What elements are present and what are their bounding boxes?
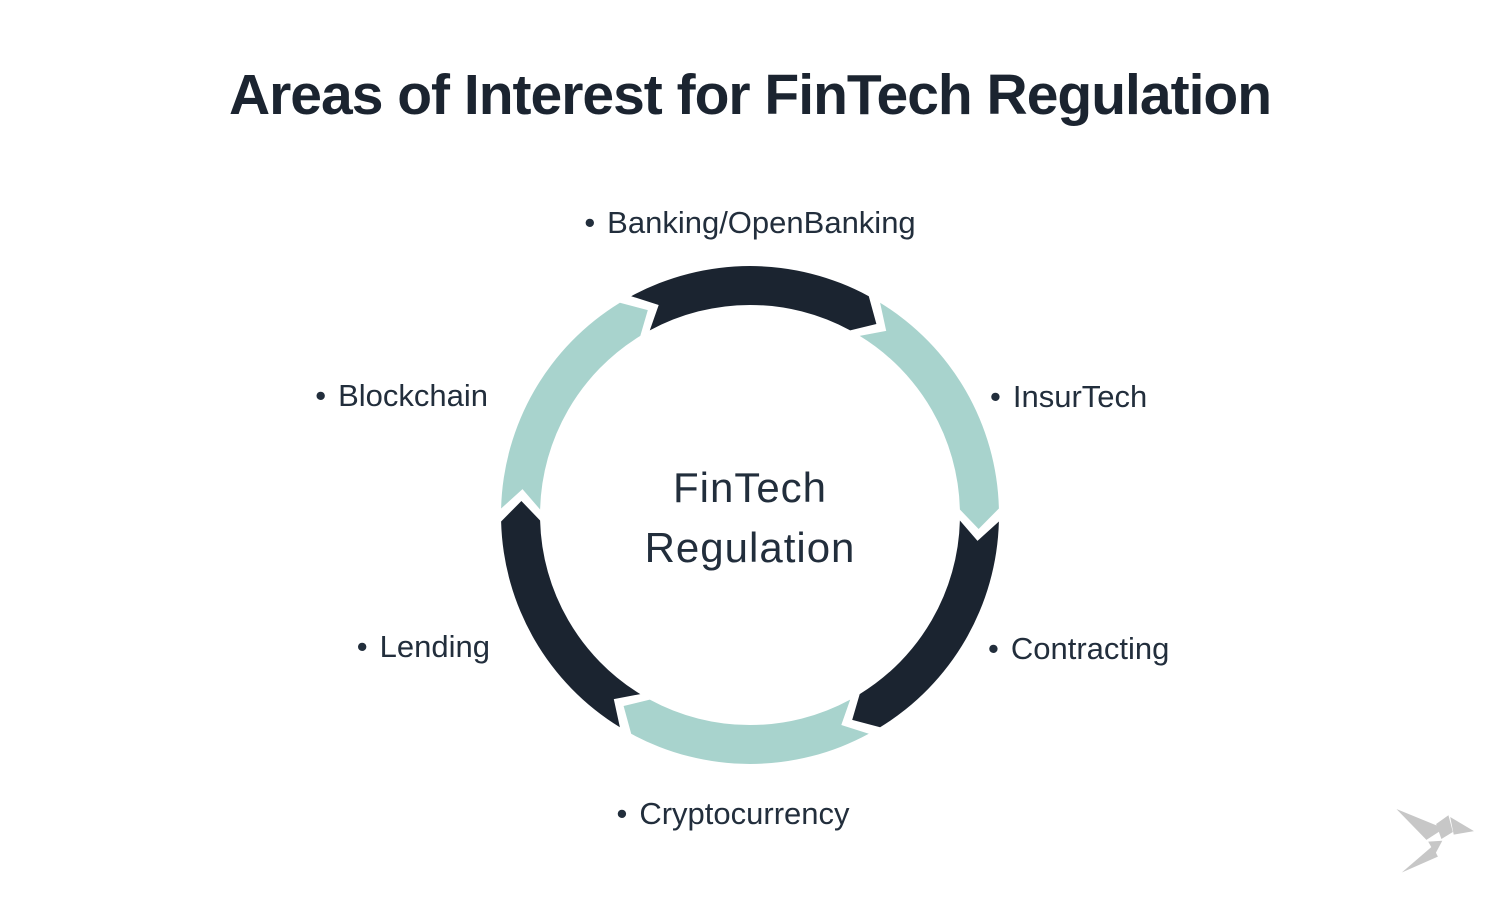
segment-label-text: Cryptocurrency (639, 796, 850, 831)
segment-label-text: Blockchain (338, 378, 488, 413)
origami-bird-logo (1396, 809, 1474, 873)
bullet-icon: • (990, 379, 1001, 414)
ring-segment-contracting (852, 520, 999, 728)
segment-label-text: Banking/OpenBanking (607, 205, 916, 240)
ring-segment-blockchain (501, 302, 648, 510)
page-title: Areas of Interest for FinTech Regulation (228, 63, 1272, 127)
ring-segment-banking (631, 266, 877, 331)
segment-label-insurtech: • InsurTech (990, 379, 1147, 415)
bullet-icon: • (616, 796, 628, 831)
bullet-icon: • (356, 629, 368, 664)
bird-tail (1401, 846, 1438, 873)
segment-label-text: Lending (379, 629, 490, 664)
segment-label-text: InsurTech (1012, 379, 1148, 414)
center-label-line1: FinTech (672, 464, 828, 511)
bird-wing (1396, 809, 1445, 840)
segment-label-blockchain: • Blockchain (315, 378, 488, 414)
center-label-line2: Regulation (644, 524, 856, 571)
bullet-icon: • (584, 205, 596, 240)
segment-label-contracting: • Contracting (988, 631, 1169, 667)
segment-label-lending: • Lending (357, 629, 490, 665)
ring-segment-insurtech (859, 302, 999, 529)
segment-label-cryptocurrency: • Cryptocurrency (616, 796, 849, 832)
bird-body (1428, 840, 1443, 854)
diagram-center-label: FinTech Regulation (645, 458, 856, 578)
ring-segment-cryptocurrency (623, 699, 869, 764)
ring-segment-lending (501, 501, 641, 728)
bird-neck (1436, 815, 1453, 839)
segment-label-text: Contracting (1010, 631, 1170, 666)
bullet-icon: • (988, 631, 999, 666)
segment-label-banking: • Banking/OpenBanking (584, 205, 915, 241)
bird-head (1450, 817, 1474, 835)
bullet-icon: • (315, 378, 327, 413)
